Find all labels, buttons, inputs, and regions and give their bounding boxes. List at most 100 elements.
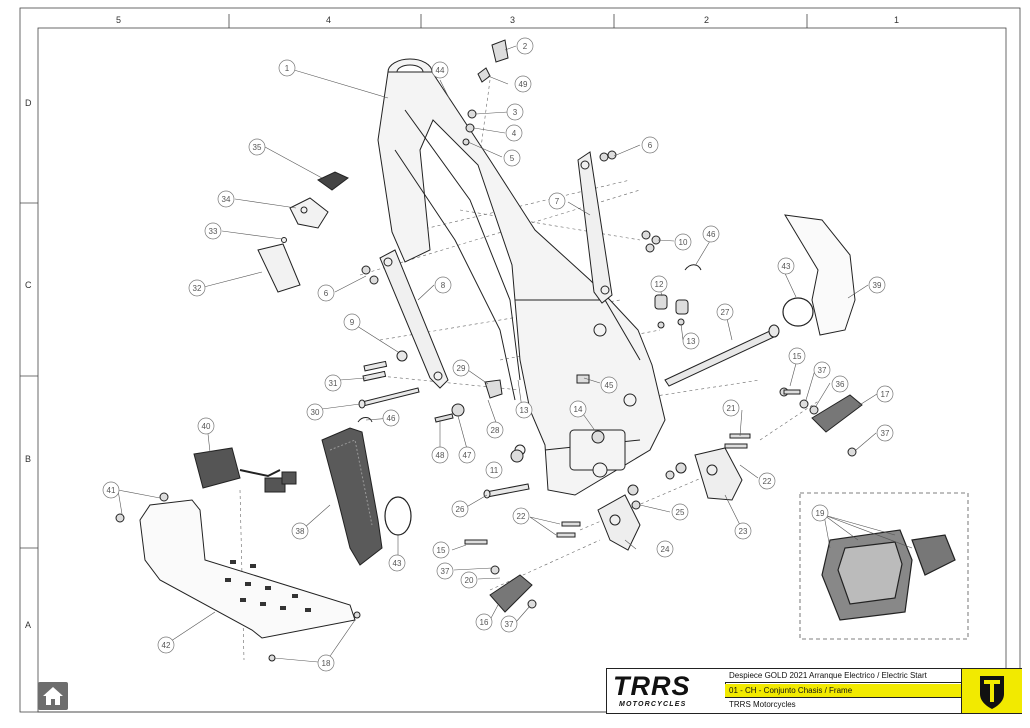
callout-46b: 46: [382, 409, 400, 427]
frame-guard-right-part: [784, 214, 856, 336]
callout-36: 36: [831, 375, 849, 393]
svg-text:43: 43: [782, 262, 791, 271]
skid-plate-part: [139, 499, 356, 639]
zone-label-left-c: C: [25, 280, 32, 290]
svg-text:27: 27: [721, 308, 730, 317]
svg-text:37: 37: [881, 429, 890, 438]
svg-text:46: 46: [707, 230, 716, 239]
callout-37d: 37: [500, 615, 518, 633]
svg-text:49: 49: [519, 80, 528, 89]
svg-text:16: 16: [480, 618, 489, 627]
footpeg-left-part: [489, 574, 533, 613]
callout-16: 16: [475, 613, 493, 631]
callout-11: 11: [485, 461, 503, 479]
zone-ticks: [20, 14, 808, 549]
svg-text:38: 38: [296, 527, 305, 536]
o-ring-left-part: [384, 496, 412, 536]
callout-5: 5: [503, 149, 521, 167]
callout-38: 38: [291, 522, 309, 540]
zone-label-top-2: 2: [704, 15, 710, 25]
svg-text:11: 11: [490, 466, 499, 475]
brand-logo: TRRS MOTORCYCLES: [607, 669, 726, 713]
callout-48: 48: [431, 446, 449, 464]
callout-43a: 43: [777, 257, 795, 275]
footpeg-right-part: [811, 394, 863, 433]
svg-text:17: 17: [881, 390, 890, 399]
svg-text:25: 25: [676, 508, 685, 517]
svg-text:22: 22: [517, 512, 526, 521]
callout-18: 18: [317, 654, 335, 672]
title-line-3: TRRS Motorcycles: [725, 698, 961, 713]
svg-text:20: 20: [465, 576, 474, 585]
callout-35: 35: [248, 138, 266, 156]
callout-32: 32: [188, 279, 206, 297]
svg-text:41: 41: [107, 486, 116, 495]
callout-42: 42: [157, 636, 175, 654]
home-button[interactable]: [38, 682, 68, 710]
callout-37a: 37: [813, 361, 831, 379]
callout-1: 1: [278, 59, 296, 77]
svg-text:37: 37: [818, 366, 827, 375]
callout-44: 44: [431, 61, 449, 79]
svg-text:6: 6: [648, 141, 653, 150]
svg-text:15: 15: [437, 546, 446, 555]
callout-33: 33: [204, 222, 222, 240]
svg-text:36: 36: [836, 380, 845, 389]
svg-text:35: 35: [253, 143, 262, 152]
logo-cell: [961, 669, 1022, 713]
callout-17: 17: [876, 385, 894, 403]
callout-14: 14: [569, 400, 587, 418]
callout-40: 40: [197, 417, 215, 435]
side-plate-right-part: [577, 151, 613, 304]
callout-4: 4: [505, 124, 523, 142]
svg-text:14: 14: [574, 405, 583, 414]
home-icon: [43, 687, 63, 705]
brand-name: TRRS: [613, 671, 691, 701]
svg-text:2: 2: [523, 42, 528, 51]
svg-text:23: 23: [739, 527, 748, 536]
svg-text:30: 30: [311, 408, 320, 417]
svg-text:37: 37: [505, 620, 514, 629]
footpeg-bracket-left-part: [597, 494, 641, 551]
callout-49: 49: [514, 75, 532, 93]
bracket-34-part: [289, 197, 329, 229]
zone-label-left-b: B: [25, 454, 32, 464]
callout-12: 12: [650, 275, 668, 293]
svg-text:29: 29: [457, 364, 466, 373]
svg-text:18: 18: [322, 659, 331, 668]
title-line-1: Despiece GOLD 2021 Arranque Electrico / …: [725, 669, 961, 683]
svg-text:21: 21: [727, 404, 736, 413]
callout-10: 10: [674, 233, 692, 251]
callout-8: 8: [434, 276, 452, 294]
callout-19: 19: [811, 504, 829, 522]
brand-subtitle: MOTORCYCLES: [619, 701, 687, 708]
svg-text:7: 7: [555, 197, 560, 206]
callout-34: 34: [217, 190, 235, 208]
svg-text:28: 28: [491, 426, 500, 435]
callout-37b: 37: [876, 424, 894, 442]
zone-label-top-1: 1: [894, 15, 900, 25]
long-bolt-part: [358, 387, 420, 409]
svg-text:33: 33: [209, 227, 218, 236]
zone-label-left-d: D: [25, 98, 32, 108]
svg-text:42: 42: [162, 641, 171, 650]
callout-31: 31: [324, 374, 342, 392]
small-hardware: [115, 39, 857, 662]
svg-text:46: 46: [387, 414, 396, 423]
footpeg-bracket-right-part: [694, 447, 743, 501]
svg-text:40: 40: [202, 422, 211, 431]
svg-text:45: 45: [605, 381, 614, 390]
callout-28: 28: [486, 421, 504, 439]
callout-45: 45: [600, 376, 618, 394]
o-ring-right-part: [782, 297, 814, 327]
svg-text:13: 13: [520, 406, 529, 415]
callout-46a: 46: [702, 225, 720, 243]
callout-29: 29: [452, 359, 470, 377]
callout-23: 23: [734, 522, 752, 540]
svg-text:5: 5: [510, 154, 515, 163]
svg-text:4: 4: [512, 129, 517, 138]
svg-text:13: 13: [687, 337, 696, 346]
svg-text:37: 37: [441, 567, 450, 576]
svg-text:19: 19: [816, 509, 825, 518]
